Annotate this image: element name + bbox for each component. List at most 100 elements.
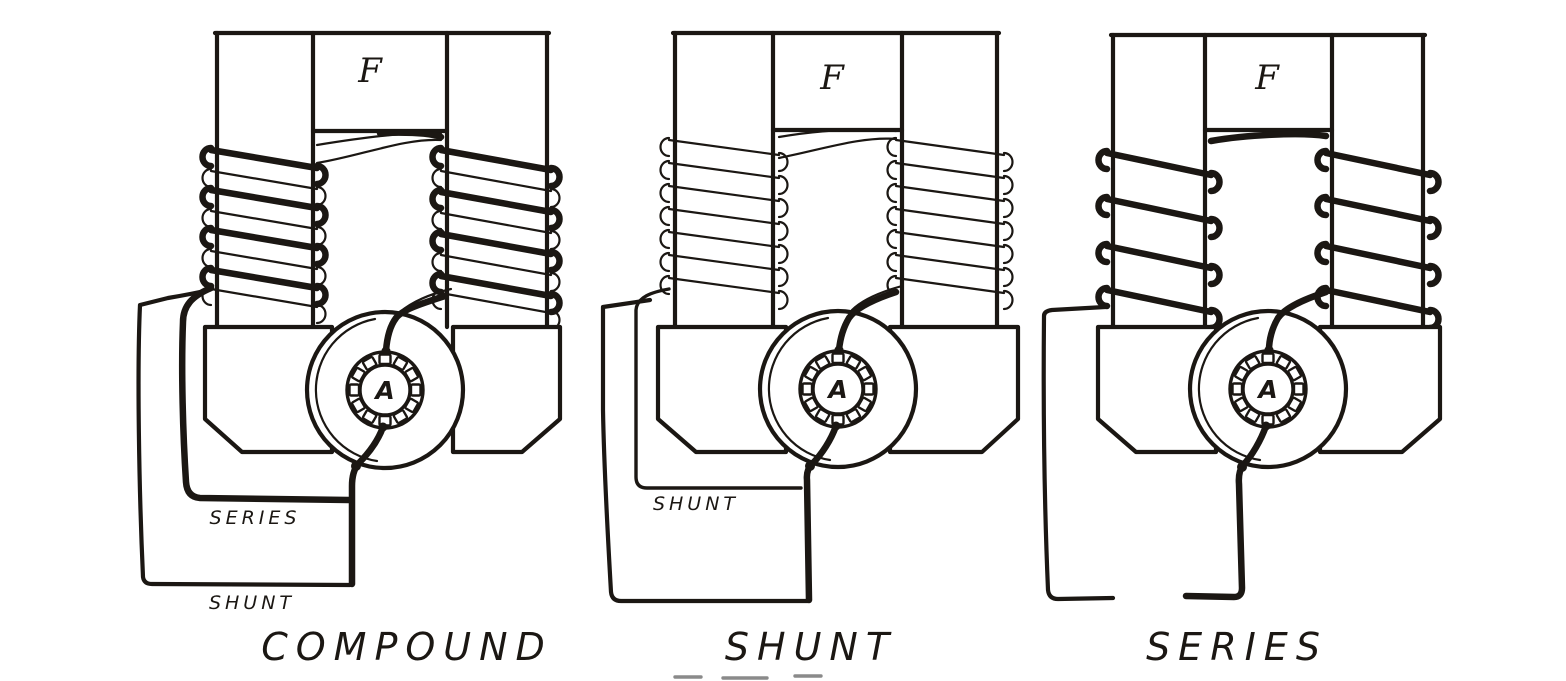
coil-crossing-wires	[777, 128, 898, 160]
armature: A	[1187, 308, 1349, 470]
brush-contact-bottom	[1261, 421, 1271, 431]
armature-label: A	[826, 375, 847, 404]
external-circuit: SHUNT	[600, 287, 811, 604]
figure-series: F A SERIES	[1041, 32, 1443, 669]
brush-contact-bottom	[378, 422, 388, 432]
shunt-winding-turn	[659, 205, 789, 242]
armature-core	[811, 362, 865, 416]
shunt-winding-turn	[659, 182, 789, 219]
source-loop-wire	[600, 297, 811, 604]
brush-leads	[1182, 288, 1330, 601]
series-winding-turn	[429, 270, 563, 316]
commutator-segment	[348, 383, 361, 397]
shunt-wire-label: SHUNT	[209, 592, 295, 614]
left-field-coil	[659, 136, 789, 311]
commutator-segment	[1292, 382, 1305, 396]
field-magnet: F	[1108, 32, 1428, 330]
shunt-winding-turn	[659, 274, 789, 311]
external-circuit	[1041, 304, 1116, 602]
armature: A	[757, 308, 919, 470]
series-winding-turn	[1095, 240, 1223, 288]
shunt-circuit-wire	[634, 287, 803, 490]
shunt-wire-label: SHUNT	[653, 493, 739, 515]
shunt-winding-turn	[886, 159, 1014, 196]
field-label: F	[357, 51, 383, 91]
shunt-winding-turn	[886, 182, 1014, 219]
field-label: F	[819, 58, 845, 98]
wire-joint	[1237, 462, 1247, 472]
series-winding-turn	[199, 264, 329, 308]
shunt-winding-turn	[886, 274, 1014, 311]
figure-caption: SHUNT	[725, 625, 897, 669]
commutator-segment	[1261, 352, 1275, 365]
pole-face-arc	[1197, 316, 1262, 462]
right-pole-piece	[450, 324, 563, 455]
series-winding-turn	[1314, 284, 1442, 332]
armature-core	[1241, 362, 1295, 416]
right-field-coil	[1314, 147, 1442, 332]
series-winding-turn	[1095, 193, 1223, 241]
commutator-segment	[1231, 382, 1244, 396]
shunt-winding-turn	[886, 228, 1014, 265]
brush-leads	[803, 284, 904, 604]
right-field-coil	[886, 136, 1014, 311]
armature-label: A	[1256, 375, 1277, 404]
series-winding-turn	[429, 186, 563, 232]
shunt-winding-turn	[659, 159, 789, 196]
left-pole-piece	[202, 324, 335, 455]
series-circuit-wire	[178, 284, 353, 504]
left-pole-piece	[655, 324, 789, 455]
pole-face-arc	[767, 316, 832, 462]
shunt-winding-turn	[659, 136, 789, 173]
figure-caption: SERIES	[1146, 625, 1328, 669]
series-winding-turn	[1095, 284, 1223, 332]
commutator-segment	[378, 353, 392, 366]
armature: A	[304, 309, 466, 471]
figure-shunt: F A SHUNT SHUN	[600, 30, 1021, 669]
left-pole-piece	[1095, 324, 1219, 455]
shunt-winding-turn	[886, 136, 1014, 173]
right-pole-piece	[1317, 324, 1443, 455]
right-field-coil	[429, 144, 563, 331]
shunt-winding-turn	[201, 285, 327, 325]
shunt-winding-turn	[431, 167, 561, 209]
left-field-coil	[199, 144, 329, 325]
brush-lead-bottom	[1182, 422, 1270, 601]
pole-face-arc	[314, 317, 379, 463]
brush-contact-top	[1264, 345, 1274, 355]
shunt-circuit-wire	[136, 287, 353, 588]
brush-leads	[348, 287, 453, 588]
series-wire-label: SERIES	[210, 507, 301, 529]
commutator-segment	[409, 383, 422, 397]
series-winding-turn	[1314, 240, 1442, 288]
series-winding-turn	[199, 144, 329, 188]
shunt-winding-turn	[431, 209, 561, 251]
coil-crossing-wires	[315, 129, 445, 165]
series-winding-turn	[199, 224, 329, 268]
wire-joint	[805, 461, 815, 471]
armature-label: A	[373, 376, 394, 405]
commutator-segment	[801, 382, 814, 396]
wire-joint	[351, 461, 361, 471]
series-winding-turn	[1095, 147, 1223, 195]
shunt-winding-turn	[886, 251, 1014, 288]
series-winding-turn	[199, 184, 329, 228]
brush-contact-top	[834, 345, 844, 355]
field-magnet: F	[670, 30, 1002, 330]
armature-core	[358, 363, 412, 417]
coil-crossing-wires	[1207, 130, 1330, 145]
brush-lead-top-thin	[850, 284, 904, 312]
external-circuit: SERIES SHUNT	[136, 284, 353, 614]
left-field-coil	[1095, 147, 1223, 332]
brush-lead-top	[835, 288, 900, 354]
series-winding-turn	[429, 228, 563, 274]
series-winding-turn	[429, 144, 563, 190]
series-winding-turn	[1314, 193, 1442, 241]
right-pole-piece	[887, 324, 1021, 455]
brush-contact-top	[381, 346, 391, 356]
figure-compound: F A	[136, 30, 563, 669]
shunt-winding-turn	[659, 228, 789, 265]
shunt-winding-turn	[659, 251, 789, 288]
source-loop-wire	[1041, 304, 1116, 602]
